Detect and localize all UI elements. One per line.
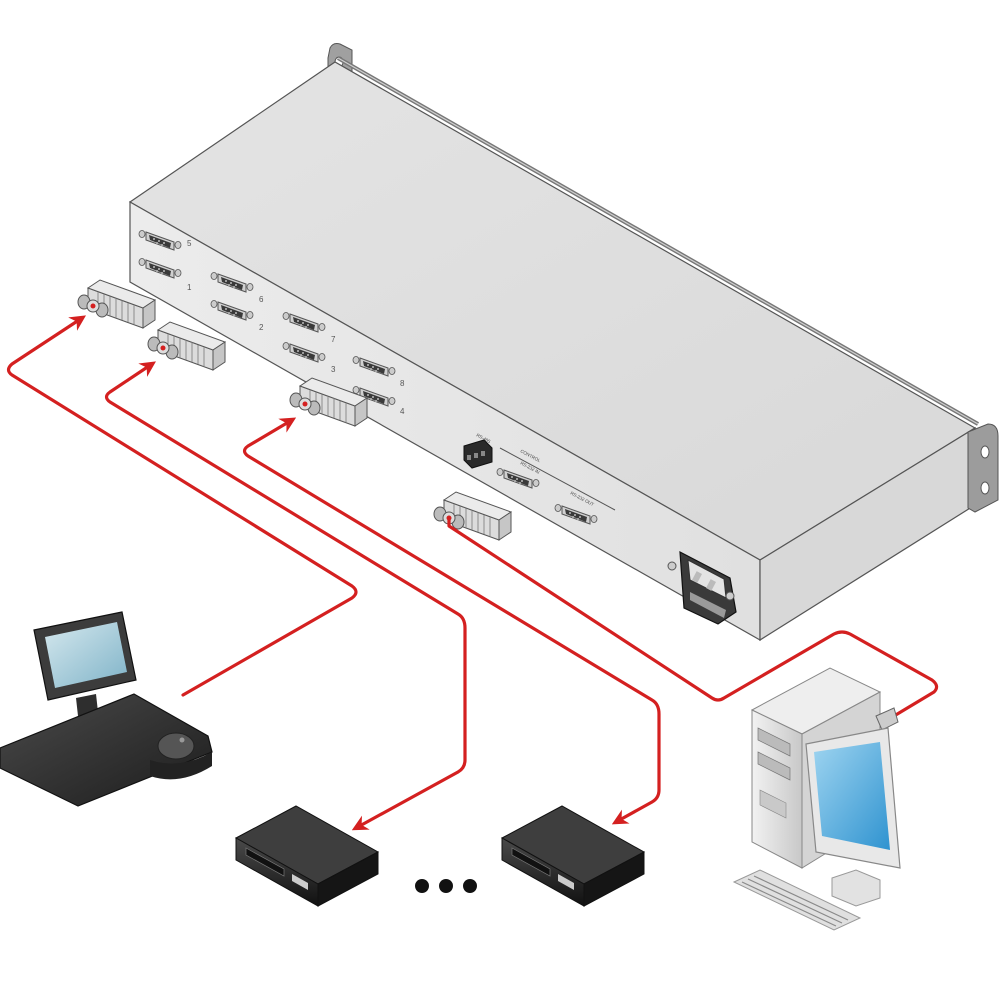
rack-ear-right — [967, 423, 999, 513]
rack-ear-hole — [980, 481, 990, 495]
pc-screen — [814, 742, 890, 850]
port-label: 2 — [259, 323, 264, 332]
receiver-n[interactable] — [500, 805, 646, 907]
controller-screen — [45, 622, 127, 688]
port-label: 4 — [400, 407, 405, 416]
pc-keyboard — [732, 869, 862, 931]
port-label: 3 — [331, 365, 336, 374]
device: 5 1 6 2 7 3 8 4 CONTROL RS-485 RS-232 IN — [128, 43, 999, 642]
port-label: 1 — [187, 283, 192, 292]
receiver-front-slot — [511, 847, 551, 877]
port-7[interactable]: 7 — [282, 312, 336, 345]
receiver-front-slot — [245, 847, 285, 877]
desktop-pc[interactable] — [732, 667, 901, 931]
port-4[interactable]: 4 — [352, 386, 405, 417]
port-label: 7 — [331, 335, 336, 344]
cables — [6, 315, 939, 831]
ellipsis-dot — [415, 879, 429, 893]
port-5[interactable]: 5 — [138, 230, 192, 251]
camera-controller[interactable] — [0, 611, 213, 807]
receiver-1[interactable] — [234, 805, 380, 907]
pc-keyboard-keys — [741, 875, 849, 927]
power-inlet[interactable] — [667, 550, 737, 625]
power-inlet-screw — [725, 591, 735, 601]
port-8[interactable]: 8 — [352, 356, 405, 389]
port-2[interactable]: 2 — [210, 300, 264, 333]
port-6[interactable]: 6 — [210, 272, 264, 305]
port-1[interactable]: 1 — [138, 258, 192, 293]
rack-ear-hole — [980, 445, 990, 459]
cable-rs232-in-pc — [447, 518, 939, 718]
port-label: 8 — [400, 379, 405, 388]
ellipsis — [415, 879, 477, 893]
connector-rs232-in[interactable] — [433, 491, 512, 541]
ellipsis-dot — [463, 879, 477, 893]
power-inlet-screw — [667, 561, 677, 571]
ellipsis-dot — [439, 879, 453, 893]
pc-serial-connector — [875, 707, 899, 731]
port-label: 6 — [259, 295, 264, 304]
cable-port-4-receiver-n — [242, 417, 661, 825]
port-label: 5 — [187, 239, 192, 248]
controller-joystick[interactable] — [157, 732, 195, 760]
